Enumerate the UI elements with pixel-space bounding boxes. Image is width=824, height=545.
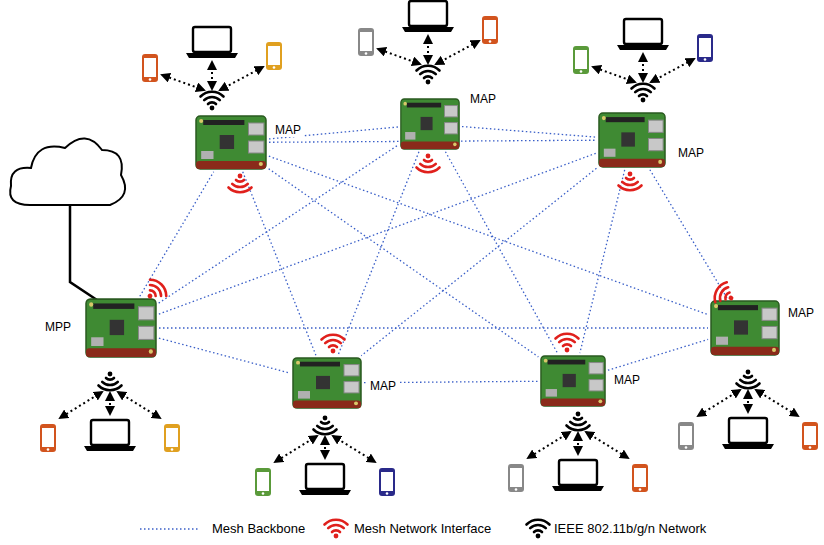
mesh-node: MAP (598, 112, 666, 168)
mesh-link (462, 127, 596, 138)
mesh-link (445, 152, 557, 354)
mesh-node: MAP (540, 355, 606, 407)
raspberry-pi-board (710, 300, 780, 356)
mesh-link (269, 169, 539, 357)
mesh-link (269, 156, 708, 315)
mesh-node: MAP (710, 300, 780, 356)
raspberry-pi-board (400, 98, 460, 150)
mesh-link (159, 145, 399, 303)
raspberry-pi-board (195, 115, 267, 170)
raspberry-pi-board (540, 355, 606, 407)
mesh-link (159, 338, 290, 373)
legend-text: Mesh Network Interface (354, 521, 491, 537)
node-label: MAP (612, 373, 642, 387)
mesh-link (650, 170, 727, 299)
node-label: MAP (468, 92, 498, 106)
mesh-link (361, 168, 596, 355)
mesh-link (243, 172, 316, 355)
mesh-node: MPP (85, 298, 157, 358)
node-label: MAP (368, 379, 398, 393)
mesh-link (159, 153, 596, 314)
mesh-link (338, 152, 419, 355)
raspberry-pi-board (598, 112, 666, 168)
raspberry-pi-board (85, 298, 157, 358)
node-label: MAP (786, 306, 816, 320)
mesh-node: MAP (400, 98, 460, 150)
mesh-link (140, 172, 214, 297)
mesh-node: MAP (195, 115, 267, 170)
mesh-link (580, 170, 625, 353)
legend-text: Mesh Backbone (212, 521, 305, 537)
raspberry-pi-board (292, 357, 362, 409)
node-label: MAP (273, 123, 303, 137)
node-label: MAP (676, 146, 706, 160)
mesh-link (608, 339, 708, 370)
node-label: MPP (43, 320, 73, 334)
mesh-link (159, 327, 708, 328)
mesh-node: MAP (292, 357, 362, 409)
legend-text: IEEE 802.11b/g/n Network (554, 521, 706, 537)
